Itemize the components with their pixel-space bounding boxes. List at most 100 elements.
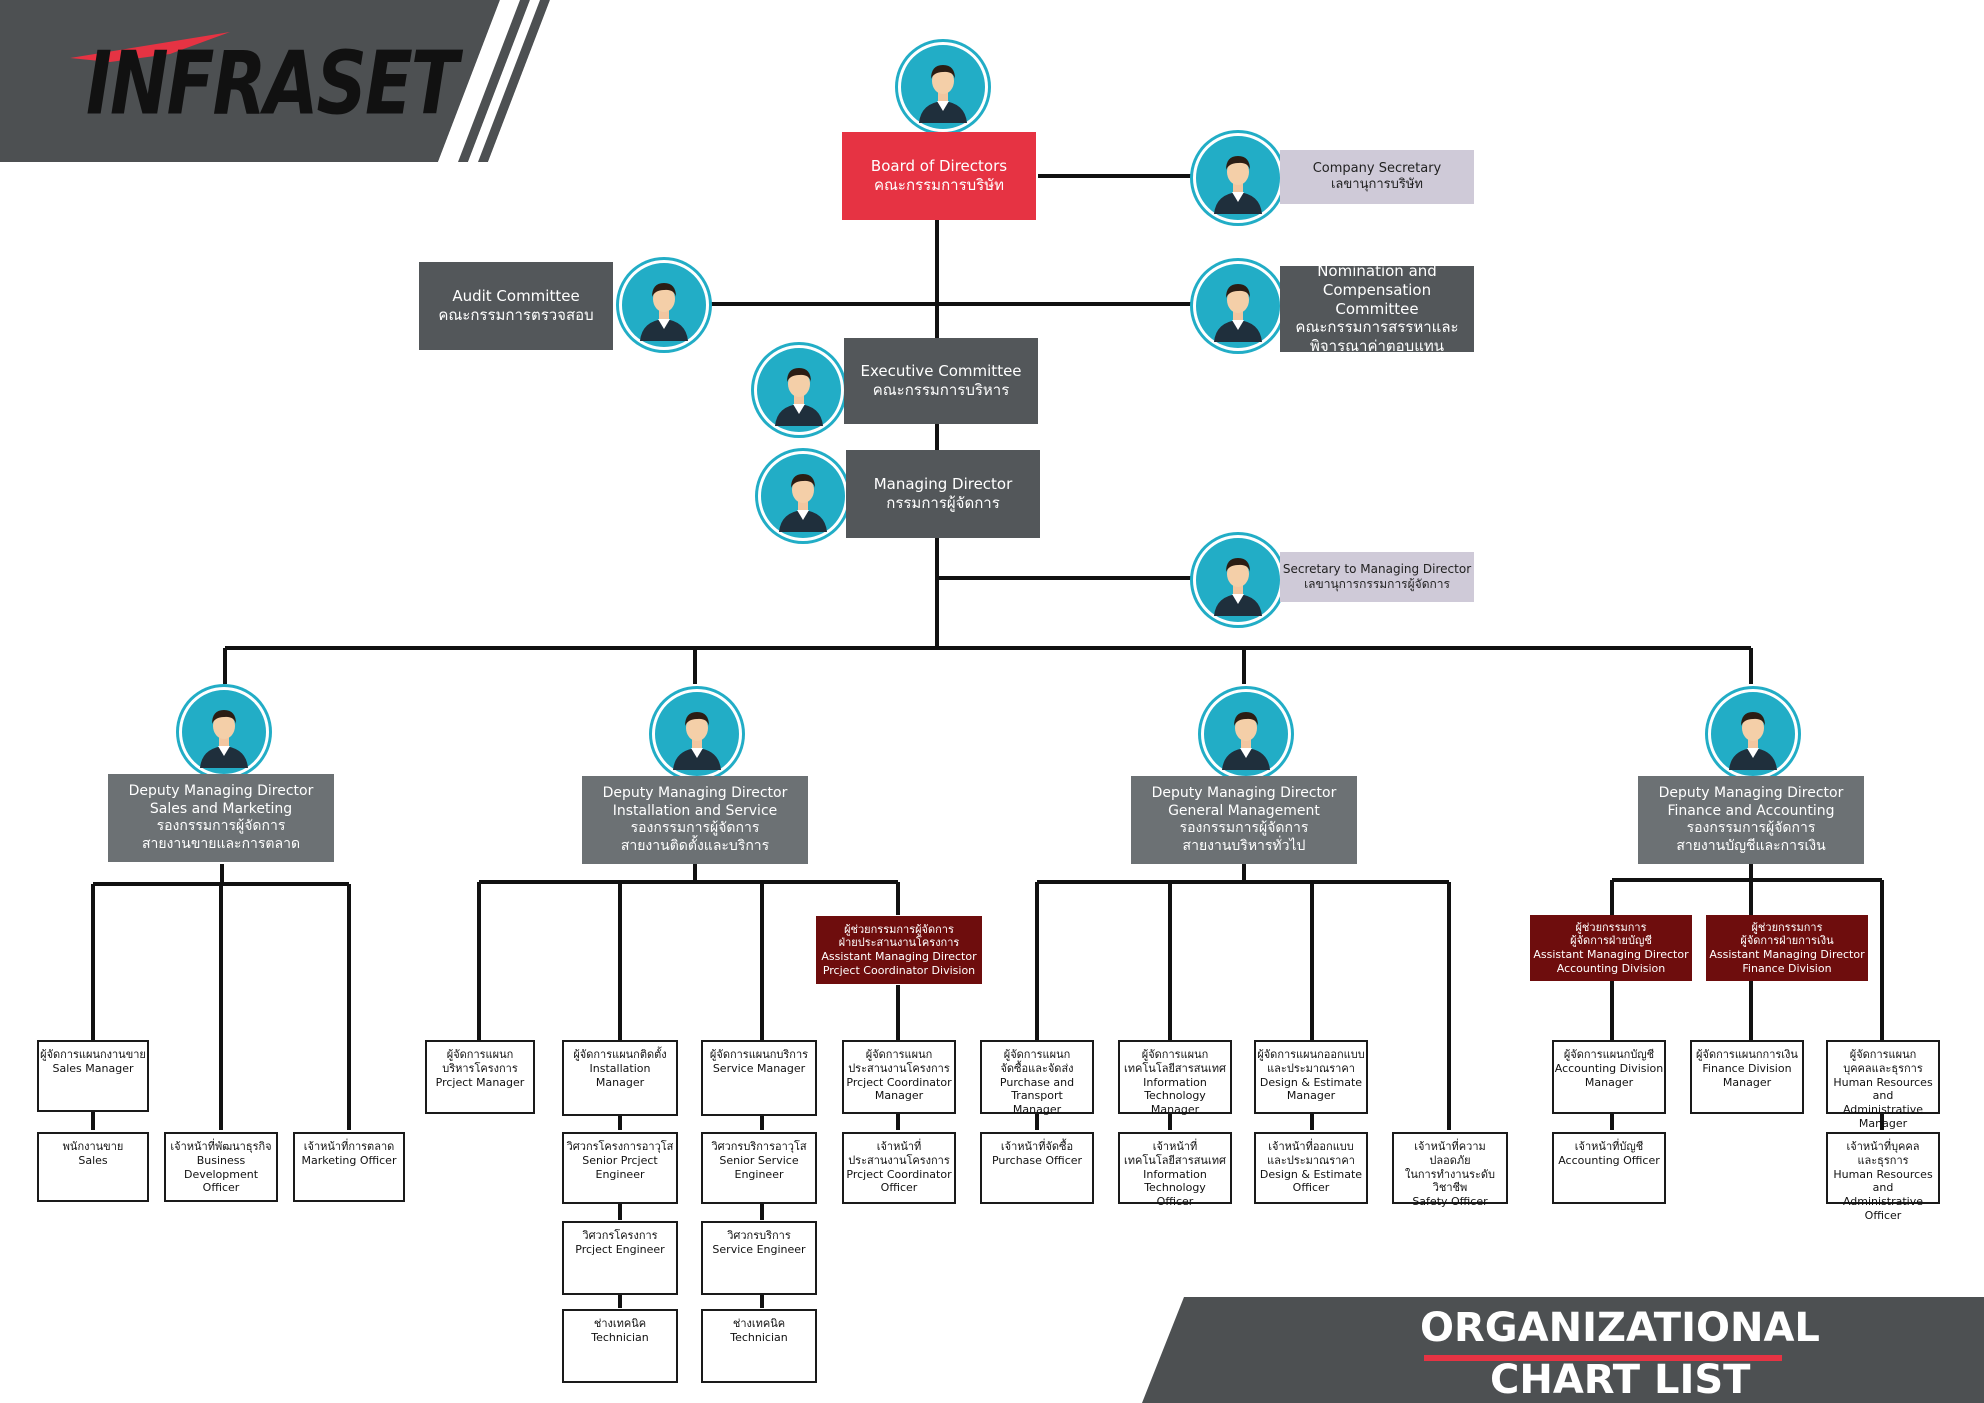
- staff-line: Manager: [1150, 1103, 1200, 1116]
- dmd-general-l1: Deputy Managing Director: [1151, 785, 1337, 801]
- dmd-installation-box[interactable]: Deputy Managing Director Installation an…: [582, 776, 808, 864]
- staff-line: Sales Manager: [52, 1061, 134, 1075]
- dmd-install-l2: Installation and Service: [612, 802, 778, 819]
- nomination-committee-box[interactable]: Nomination and Compensation Committee คณ…: [1280, 262, 1474, 355]
- nomination-th1: คณะกรรมการสรรหาและ: [1295, 318, 1459, 337]
- avatar-dmd-sales-icon: [179, 687, 269, 777]
- staff-line: Installation: [589, 1061, 651, 1075]
- staff-line: Accounting Division: [1554, 1061, 1664, 1075]
- md-secretary-box[interactable]: Secretary to Managing Director เลขานุการ…: [1280, 552, 1474, 602]
- staff-line: วิศวกรบริการอาวุโส: [711, 1140, 807, 1153]
- staff-line: Service Engineer: [712, 1242, 806, 1256]
- staff-line: Administrative Manager: [1842, 1103, 1924, 1130]
- staff-line: วิศวกรบริการ: [727, 1229, 791, 1242]
- amd-finance-l1: ผู้ช่วยกรรมการ: [1751, 920, 1823, 934]
- amd-finance-l4: Finance Division: [1742, 961, 1832, 975]
- executive-th: คณะกรรมการบริหาร: [872, 381, 1010, 399]
- company-secretary-en: Company Secretary: [1312, 160, 1442, 176]
- staff-line: บุคคลและธุรการ: [1843, 1061, 1923, 1075]
- staff-line: ช่างเทคนิค: [593, 1317, 647, 1330]
- staff-line: Prcject Coordinator: [846, 1167, 952, 1181]
- footer-title-line1: ORGANIZATIONAL: [1420, 1305, 1820, 1351]
- staff-line: Senior Prcject: [582, 1153, 658, 1167]
- staff-line: ผู้จัดการแผนก: [1849, 1048, 1917, 1061]
- amd-project-box[interactable]: ผู้ช่วยกรรมการผู้จัดการ ฝ่ายประสานงานโคร…: [816, 916, 982, 984]
- staff-line: Manager: [1286, 1089, 1336, 1103]
- staff-box-accounting-officer[interactable]: เจ้าหน้าที่บัญชีAccounting Officer: [1552, 1132, 1666, 1204]
- staff-line: Service Manager: [712, 1061, 806, 1075]
- staff-line: เจ้าหน้าที่ออกแบบ: [1268, 1140, 1354, 1153]
- logo: INFRASET: [86, 32, 459, 135]
- staff-line: Purchase Officer: [991, 1153, 1083, 1167]
- dmd-sales-box[interactable]: Deputy Managing Director Sales and Marke…: [108, 774, 334, 862]
- staff-line: Senior Service: [719, 1153, 799, 1167]
- staff-line: เจ้าหน้าที่บุคคล: [1846, 1140, 1920, 1153]
- staff-line: Marketing Officer: [301, 1153, 397, 1167]
- board-of-directors-box[interactable]: Board of Directors คณะกรรมการบริษัท: [842, 132, 1036, 220]
- audit-committee-box[interactable]: Audit Committee คณะกรรมการตรวจสอบ: [419, 262, 613, 350]
- staff-line: Officer: [1292, 1181, 1330, 1195]
- staff-line: Safety Officer: [1412, 1195, 1488, 1208]
- nomination-en1: Nomination and: [1317, 262, 1437, 281]
- amd-accounting-l3: Assistant Managing Director: [1533, 948, 1689, 961]
- managing-director-box[interactable]: Managing Director กรรมการผู้จัดการ: [846, 450, 1040, 538]
- staff-line: เจ้าหน้าที่: [1152, 1140, 1198, 1153]
- staff-line: Human Resources and: [1833, 1167, 1933, 1195]
- staff-line: Prcject Manager: [435, 1075, 525, 1089]
- dmd-sales-l2: Sales and Marketing: [149, 800, 293, 817]
- dmd-finance-l2: Finance and Accounting: [1667, 802, 1835, 819]
- staff-line: Sales: [78, 1153, 108, 1167]
- dmd-finance-l4: สายงานบัญชีและการเงิน: [1676, 837, 1826, 854]
- dmd-sales-l4: สายงานขายและการตลาด: [141, 835, 301, 852]
- staff-line: พนักงานขาย: [62, 1140, 124, 1153]
- dmd-general-box[interactable]: Deputy Managing Director General Managem…: [1131, 776, 1357, 864]
- nomination-th2: พิจารณาค่าตอบแทน: [1309, 337, 1445, 356]
- staff-line: Officer: [1156, 1195, 1194, 1208]
- company-secretary-box[interactable]: Company Secretary เลขานุการบริษัท: [1280, 150, 1474, 204]
- nomination-en2: Compensation Committee: [1322, 280, 1432, 318]
- staff-line: Finance Division: [1702, 1061, 1792, 1075]
- staff-line: ช่างเทคนิค: [732, 1317, 786, 1330]
- dmd-finance-l3: รองกรรมการผู้จัดการ: [1686, 820, 1816, 836]
- executive-committee-box[interactable]: Executive Committee คณะกรรมการบริหาร: [844, 338, 1038, 424]
- avatar-md-icon: [758, 451, 848, 541]
- amd-accounting-box[interactable]: ผู้ช่วยกรรมการ ผู้จัดการฝ่ายบัญชี Assist…: [1530, 915, 1692, 981]
- staff-line: Design & Estimate: [1259, 1167, 1363, 1181]
- dmd-finance-box[interactable]: Deputy Managing Director Finance and Acc…: [1638, 776, 1864, 864]
- staff-line: Manager: [874, 1089, 924, 1103]
- staff-line: Manager: [1012, 1103, 1062, 1116]
- staff-line: วิศวกรโครงการ: [582, 1229, 658, 1242]
- amd-accounting-l4: Accounting Division: [1556, 961, 1666, 975]
- audit-th: คณะกรรมการตรวจสอบ: [438, 306, 594, 324]
- staff-line: Business Development: [183, 1153, 259, 1181]
- staff-line: วิศวกรโครงการอาวุโส: [566, 1140, 674, 1153]
- staff-box-safety-officer[interactable]: เจ้าหน้าที่ความปลอดภัยในการทำงานระดับวิช…: [1392, 1132, 1508, 1208]
- staff-line: เจ้าหน้าที่จัดซื้อ: [1000, 1140, 1074, 1153]
- amd-finance-box[interactable]: ผู้ช่วยกรรมการ ผู้จัดการฝ่ายการเงิน Assi…: [1706, 915, 1868, 981]
